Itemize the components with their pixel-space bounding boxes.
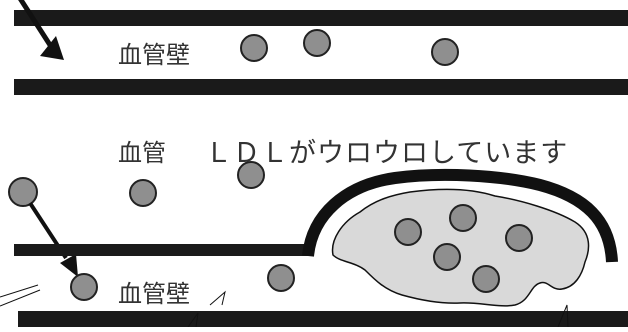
- vessel-wall-top-upper: [14, 10, 628, 26]
- vessel-wall-label-top: 血管壁: [118, 41, 190, 69]
- tension-stroke: [209, 290, 226, 306]
- ldl-particle: [129, 179, 157, 207]
- plaque-fibrous-cap: [302, 168, 618, 263]
- tension-stroke: [0, 284, 39, 298]
- plaque-lipid-core: [331, 188, 590, 307]
- ldl-particle: [505, 224, 533, 252]
- ldl-particle: [70, 273, 98, 301]
- vessel-wall-label-bottom: 血管壁: [118, 280, 190, 308]
- ldl-particle: [431, 38, 459, 66]
- ldl-caption: ＬＤＬがウロウロしています: [205, 138, 569, 169]
- ldl-particle: [449, 204, 477, 232]
- vessel-wall-top-lower: [14, 79, 628, 95]
- ldl-particle: [8, 177, 38, 207]
- tension-stroke: [187, 312, 199, 328]
- ldl-particle: [240, 34, 268, 62]
- vessel-wall-bottom-upper: [14, 244, 310, 256]
- ldl-particle: [394, 218, 422, 246]
- tension-stroke: [557, 304, 569, 328]
- arrow-top-shaft: [18, 0, 53, 47]
- arrow-infiltration-head: [60, 254, 78, 277]
- vessel-label: 血管: [118, 139, 166, 167]
- ldl-particle: [433, 243, 461, 271]
- ldl-particle: [267, 264, 295, 292]
- arrow-top-head: [40, 36, 64, 60]
- tension-stroke: [0, 289, 41, 307]
- ldl-particle: [237, 161, 265, 189]
- ldl-particle: [303, 29, 331, 57]
- vessel-wall-bottom-lower: [18, 311, 628, 327]
- ldl-particle: [472, 265, 500, 293]
